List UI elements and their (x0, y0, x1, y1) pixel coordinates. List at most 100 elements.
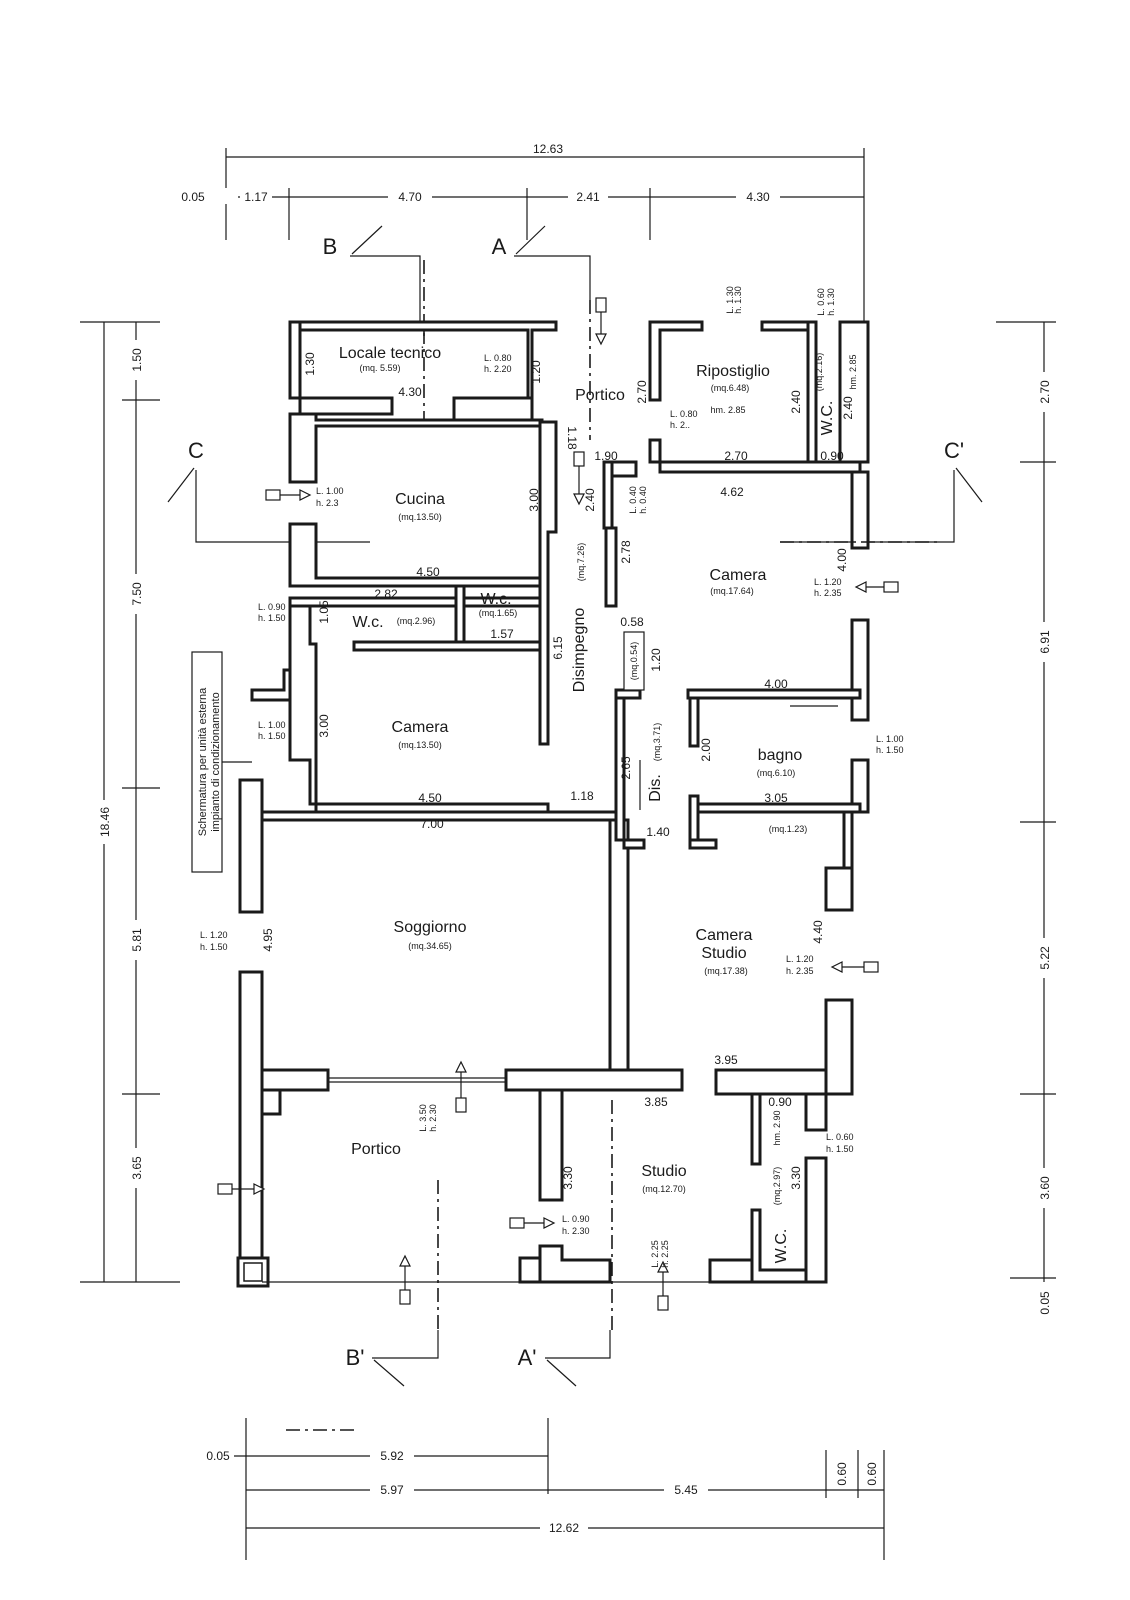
dim-cs-395: 3.95 (714, 1053, 738, 1067)
dim-wc-090b: 0.90 (768, 1095, 792, 1109)
dim-right-270: 2.70 (1038, 380, 1052, 404)
room-camera-studio-1: Camera (696, 927, 753, 944)
dims-left: 18.46 1.50 7.50 5.81 3.65 (80, 321, 180, 1283)
dim-cuc-450: 4.50 (416, 565, 440, 579)
room-camera-studio-2: Studio (701, 945, 746, 962)
room-cucina: Cucina (395, 491, 445, 508)
open-3-h: h. 2.3 (316, 498, 339, 508)
area-ripostiglio: (mq.6.48) (711, 383, 750, 393)
open-2-h: h. 2.. (670, 420, 690, 430)
open-4-h: h. 2.35 (814, 588, 842, 598)
room-portico-top: Portico (575, 387, 625, 404)
open-13-l: L. 2.25 (650, 1240, 660, 1268)
area-locale-tecnico: (mq. 5.59) (359, 363, 400, 373)
height-wc-top: hm. 2.85 (848, 354, 858, 389)
dim-cuc-300: 3.00 (527, 488, 541, 512)
dims-top: 12.63 0.05 1.17 4.70 2.41 4.30 (181, 142, 865, 330)
open-14-h: h. 1.30 (826, 288, 836, 316)
note-box: Schermatura per unità esterna impianto d… (191, 651, 252, 873)
section-a-prime: A' (518, 1345, 537, 1370)
dim-sog-495: 4.95 (261, 928, 275, 952)
open-15-l: L. 0.40 (628, 486, 638, 514)
dim-total-top: 12.63 (533, 142, 563, 156)
dim-bottom-005: 0.05 (206, 1449, 230, 1463)
height-ripostiglio: hm. 2.85 (710, 405, 745, 415)
open-15-h: h. 0.40 (638, 486, 648, 514)
room-camera-right: Camera (710, 567, 767, 584)
dim-lt-120: 1.20 (529, 360, 543, 384)
dim-bottom-060a: 0.60 (835, 1462, 849, 1486)
area-disimpegno: (mq.7.26) (576, 543, 586, 582)
section-lines (423, 300, 940, 543)
area-dis: (mq.3.71) (652, 723, 662, 762)
dim-wc-240: 2.40 (841, 396, 855, 420)
dim-wc-090: 0.90 (820, 449, 844, 463)
area-studio: (mq.12.70) (642, 1184, 686, 1194)
room-labels: Locale tecnico (mq. 5.59) Portico Ripost… (339, 345, 858, 1263)
dim-bottom-total: 12.62 (549, 1521, 579, 1535)
dim-wc-157: 1.57 (490, 627, 514, 641)
dim-bg-305: 3.05 (764, 791, 788, 805)
dim-bottom-060b: 0.60 (865, 1462, 879, 1486)
open-4-l: L. 1.20 (814, 577, 842, 587)
dim-right-360: 3.60 (1038, 1176, 1052, 1200)
walls (236, 320, 870, 1288)
area-soggiorno: (mq.34.65) (408, 941, 452, 951)
dim-dis-615: 6.15 (551, 636, 565, 660)
area-cucina: (mq.13.50) (398, 512, 442, 522)
dim-top-430: 4.30 (746, 190, 770, 204)
dim-d-140: 1.40 (646, 825, 670, 839)
dim-rip-270: 2.70 (724, 449, 748, 463)
dim-cam-278: 2.78 (619, 540, 633, 564)
dim-left-581: 5.81 (130, 928, 144, 952)
room-bagno: bagno (758, 747, 803, 764)
dim-left-750: 7.50 (130, 582, 144, 606)
dim-d-118: 1.18 (570, 789, 594, 803)
dims-bottom: 0.05 5.92 5.97 5.45 0.60 0.60 12.62 (206, 1418, 885, 1560)
dim-lt-430: 4.30 (398, 385, 422, 399)
dim-dis-240: 2.40 (583, 488, 597, 512)
open-5-l: L. 0.90 (258, 602, 286, 612)
dim-top-470: 4.70 (398, 190, 422, 204)
open-11-h: h. 1.50 (826, 1144, 854, 1154)
room-wc-a: W.c. (352, 614, 383, 631)
area-small-123: (mq.1.23) (769, 824, 808, 834)
open-5-h: h. 1.50 (258, 613, 286, 623)
open-9-l: L. 1.20 (786, 954, 814, 964)
open-2-l: L. 0.80 (670, 409, 698, 419)
dim-cs-440: 4.40 (811, 920, 825, 944)
dim-wc-330: 3.30 (789, 1166, 803, 1190)
dims-right: 2.70 6.91 5.22 3.60 0.05 (996, 321, 1056, 1320)
inner-dims: 1.30 4.30 1.20 2.70 1.18 1.90 2.70 2.40 … (261, 352, 855, 1190)
dim-top-241: 2.41 (576, 190, 600, 204)
area-camera-studio: (mq.17.38) (704, 966, 748, 976)
room-wc-bottom: W.C. (773, 1229, 790, 1264)
open-12-l: L. 0.90 (562, 1214, 590, 1224)
dim-cam-462: 4.62 (720, 485, 744, 499)
room-locale-tecnico: Locale tecnico (339, 345, 441, 362)
dim-d-058: 0.58 (620, 615, 644, 629)
open-1-l: L. 0.80 (484, 353, 512, 363)
open-16-l: L. 1.30 (725, 286, 735, 314)
area-wc-b: (mq.1.65) (479, 608, 518, 618)
room-camera-left: Camera (392, 719, 449, 736)
dim-cam2-450: 4.50 (418, 791, 442, 805)
dim-cam-400: 4.00 (835, 548, 849, 572)
section-b: B (323, 234, 338, 259)
dim-wc-282: 2.82 (374, 587, 398, 601)
room-soggiorno: Soggiorno (394, 919, 467, 936)
open-9-h: h. 2.35 (786, 966, 814, 976)
dim-left-total: 18.46 (98, 807, 112, 837)
dim-right-522: 5.22 (1038, 946, 1052, 970)
dim-wc-105: 1.05 (317, 600, 331, 624)
room-portico-bottom: Portico (351, 1141, 401, 1158)
area-camera-right: (mq.17.64) (710, 586, 754, 596)
open-12-h: h. 2.30 (562, 1226, 590, 1236)
dim-bg-400: 4.00 (764, 677, 788, 691)
area-bagno: (mq.6.10) (757, 768, 796, 778)
dim-lt-130: 1.30 (303, 352, 317, 376)
dim-bottom-545: 5.45 (674, 1483, 698, 1497)
dim-bg-200: 2.00 (699, 738, 713, 762)
dim-st-385: 3.85 (644, 1095, 668, 1109)
